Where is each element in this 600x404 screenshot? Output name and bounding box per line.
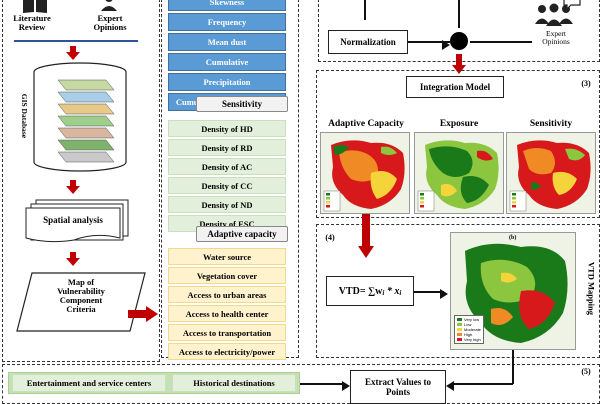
- criterion-item: Density of ND: [168, 196, 286, 213]
- criterion-item: Vegetation cover: [168, 267, 286, 284]
- gis-database-cylinder: [28, 62, 132, 179]
- legend-swatch: [457, 323, 462, 326]
- arrow-down-icon: [452, 54, 466, 79]
- map-title-adaptive: Adaptive Capacity: [328, 119, 404, 129]
- adaptive-title: Adaptive capacity: [196, 226, 288, 242]
- connector-line: [408, 41, 450, 43]
- left-panel: [2, 0, 160, 362]
- criterion-item: Density of CC: [168, 177, 286, 194]
- map-title-sensitivity: Sensitivity: [529, 119, 573, 129]
- adaptive-capacity-map: [320, 132, 410, 214]
- vtd-formula-suffix: i: [399, 289, 402, 297]
- spatial-analysis-label: Spatial analysis: [43, 215, 103, 225]
- arrow-down-icon: [66, 252, 80, 271]
- separator-line: [14, 40, 138, 42]
- step-5-label: (5): [581, 367, 591, 376]
- legend-swatch: [457, 338, 462, 341]
- exposure-map: [414, 132, 504, 214]
- map-component-label: Map of Vulnerability Component Criteria: [57, 277, 105, 314]
- connector-line: [364, 0, 366, 20]
- arrow-head-icon: [442, 37, 450, 55]
- criterion-item: Mean dust: [168, 33, 286, 51]
- junction-dot: [450, 32, 468, 50]
- criterion-item: Density of HD: [168, 120, 286, 137]
- vtd-map-tag: (b): [509, 235, 517, 241]
- vtd-formula: VTD= ∑w: [338, 285, 383, 297]
- arrow-head-icon: [440, 286, 448, 304]
- vtd-formula-x: * x: [384, 285, 400, 297]
- legend-row: Moderate: [457, 327, 481, 332]
- arrow-head-icon: [342, 378, 350, 396]
- legend-label: Low: [464, 322, 472, 327]
- expert-opinions-label: Expert Opinions: [93, 13, 127, 32]
- criterion-item: Frequency: [168, 13, 286, 31]
- criterion-item: Access to urban areas: [168, 286, 286, 303]
- legend-label: Very low: [464, 317, 480, 322]
- sensitivity-title: Sensitivity: [196, 96, 288, 112]
- criterion-item: Density of AC: [168, 158, 286, 175]
- step-4-label: (4): [325, 233, 335, 242]
- legend-label: Very high: [464, 337, 481, 342]
- legend-swatch: [457, 333, 462, 336]
- legend-label: Moderate: [464, 327, 481, 332]
- sensitivity-list: Density of HD Density of RD Density of A…: [168, 120, 286, 232]
- adaptive-list: Water source Vegetation cover Access to …: [168, 248, 286, 360]
- criterion-item: Skewness: [168, 0, 286, 11]
- vtd-map-legend: Very low Low Moderate High Very high: [454, 315, 484, 344]
- vtd-mapping-label: VTD Mapping: [586, 261, 597, 316]
- arrow-down-icon: [358, 214, 374, 263]
- spatial-analysis-stack: Spatial analysis: [24, 198, 134, 244]
- speech-bubble-icon: [562, 0, 582, 15]
- integration-model-box: Integration Model: [406, 76, 504, 98]
- criterion-item: Access to transportation: [168, 324, 286, 341]
- step-3-label: (3): [581, 79, 591, 88]
- connector-line: [414, 291, 444, 293]
- people-icon: [96, 0, 122, 17]
- vtd-map: (b) Very low Low Moderate High Very high: [450, 232, 576, 350]
- gis-database-label: GIS Database: [19, 93, 29, 139]
- arrow-right-icon: [128, 306, 158, 327]
- literature-review-label: Literature Review: [13, 13, 51, 32]
- sensitivity-map: [506, 132, 596, 214]
- arrow-down-icon: [66, 46, 80, 65]
- connector-line: [452, 383, 513, 385]
- legend-swatch: [457, 318, 462, 321]
- criterion-item: Density of RD: [168, 139, 286, 156]
- vtd-formula-suffix: i: [382, 289, 385, 297]
- exposure-list: Skewness Frequency Mean dust Cumulative …: [168, 0, 286, 111]
- connector-line: [512, 350, 514, 384]
- arrow-down-icon: [66, 180, 80, 199]
- criterion-item: Water source: [168, 248, 286, 265]
- criterion-item: Access to health center: [168, 305, 286, 322]
- entertainment-box: Entertainment and service centers: [12, 374, 166, 392]
- criterion-item: Precipitation: [168, 73, 286, 91]
- connector-line: [458, 0, 460, 28]
- arrow-head-icon: [446, 378, 454, 396]
- legend-row: Very low: [457, 317, 481, 322]
- criterion-item: Cumulative: [168, 53, 286, 71]
- map-title-exposure: Exposure: [439, 119, 479, 129]
- book-icon: [22, 0, 48, 19]
- legend-row: Low: [457, 322, 481, 327]
- legend-label: High: [464, 332, 473, 337]
- criterion-item: Access to electricity/power: [168, 343, 286, 360]
- historical-box: Historical destinations: [172, 374, 296, 392]
- legend-row: Very high: [457, 337, 481, 342]
- legend-swatch: [457, 328, 462, 331]
- connector-line: [300, 383, 344, 385]
- normalization-box: Normalization: [328, 30, 408, 54]
- legend-row: High: [457, 332, 481, 337]
- extract-values-box: Extract Values to Points: [350, 370, 446, 404]
- map-component-shape: Map of Vulnerability Component Criteria: [16, 272, 146, 332]
- right-expert-opinions-label: Expert Opinions: [542, 29, 570, 46]
- connector-line: [470, 41, 532, 43]
